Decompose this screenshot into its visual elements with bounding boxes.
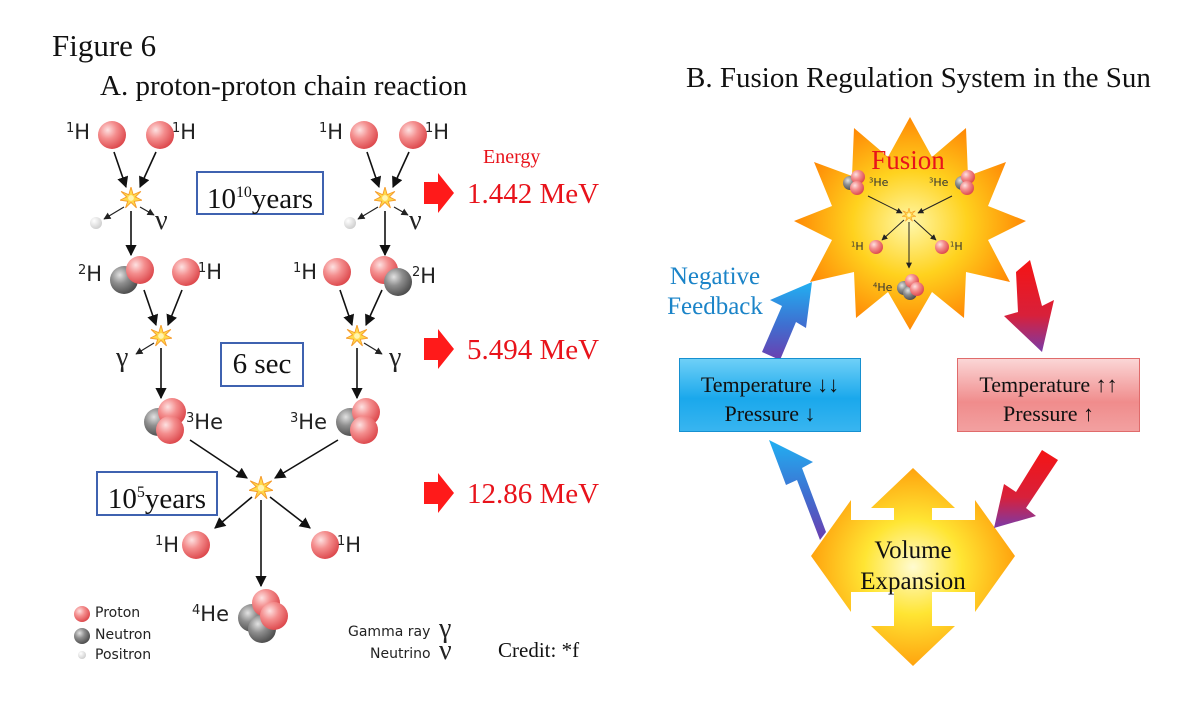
fusion-label: Fusion [871, 145, 945, 175]
sun-label-he4: 4He [873, 281, 893, 294]
nuclide-label-h1: 1H [425, 120, 450, 145]
proton-particle [98, 121, 126, 149]
energy-value-stage-2: 5.494 MeV [467, 334, 600, 366]
energy-arrow-icon [424, 329, 454, 369]
legend-neutron-label: Neutron [95, 627, 152, 643]
panel-b-title: B. Fusion Regulation System in the Sun [686, 62, 1151, 94]
heating-arrow-icon [1004, 260, 1054, 352]
panel-a-title: A. proton-proton chain reaction [100, 70, 468, 102]
fusion-burst-icon [249, 476, 273, 500]
heating-arrow-icon [994, 450, 1058, 528]
feedback-arrow-icon [769, 440, 826, 540]
positron-particle [90, 217, 102, 229]
nuclide-label-h1: 1H [172, 120, 197, 145]
proton-particle [323, 258, 351, 286]
nuclide-label-he4: 4He [192, 602, 229, 627]
sun-label-he3: 3He [929, 176, 949, 189]
energy-heading: Energy [483, 146, 541, 168]
proton-particle [350, 416, 378, 444]
sun-label-he3: 3He [869, 176, 889, 189]
nuclide-label-h1: 1H [293, 260, 318, 285]
legend-gamma-symbol: γ [439, 613, 452, 644]
fusion-burst-icon [374, 187, 396, 209]
proton-particle [260, 602, 288, 630]
energy-arrow-icon [424, 173, 454, 213]
legend-positron-icon [78, 651, 86, 659]
neutrino-symbol: ν [409, 205, 422, 236]
proton-particle [350, 121, 378, 149]
proton-particle [172, 258, 200, 286]
temperature-increase-box: Temperature ↑↑ Pressure ↑ [957, 358, 1140, 432]
legend-positron-label: Positron [95, 647, 152, 663]
figure-label: Figure 6 [52, 28, 157, 63]
legend-proton-label: Proton [95, 605, 141, 621]
credit-text: Credit: *f [498, 638, 580, 662]
proton-particle [126, 256, 154, 284]
nuclide-label-h1: 1H [155, 533, 180, 558]
regulation-diagram [762, 117, 1058, 666]
proton-particle [182, 531, 210, 559]
legend-neutrino-label: Neutrino [370, 646, 431, 662]
time-box-stage-2: 6 sec [220, 342, 304, 387]
nuclide-label-h1: 1H [319, 120, 344, 145]
fusion-burst-icon [120, 187, 142, 209]
nuclide-label-h1: 1H [198, 260, 223, 285]
nuclide-label-he3: 3He [290, 410, 327, 435]
nuclide-label-h2: 2H [78, 262, 103, 287]
volume-expansion-shape [811, 468, 1015, 666]
nuclide-label-h2: 2H [412, 264, 437, 289]
energy-value-stage-1: 1.442 MeV [467, 178, 600, 210]
neutron-particle [384, 268, 412, 296]
legend-proton-icon [74, 606, 90, 622]
gamma-symbol: γ [389, 342, 402, 373]
sun-label-h1: 1H [950, 240, 963, 253]
energy-arrow-icon [424, 473, 454, 513]
neutrino-symbol: ν [155, 205, 168, 236]
energy-value-stage-3: 12.86 MeV [467, 478, 600, 510]
volume-expansion-label: Volume Expansion [860, 537, 966, 595]
positron-particle [344, 217, 356, 229]
time-box-stage-1: 1010years [196, 171, 324, 215]
proton-particle [146, 121, 174, 149]
proton-particle [311, 531, 339, 559]
pp-chain-diagram [74, 121, 454, 659]
nuclide-label-h1: 1H [337, 533, 362, 558]
gamma-symbol: γ [116, 342, 129, 373]
proton-particle [399, 121, 427, 149]
temperature-decrease-box: Temperature ↓↓ Pressure ↓ [679, 358, 861, 432]
fusion-sun-shape [794, 117, 1026, 330]
legend-neutron-icon [74, 628, 90, 644]
legend-gamma-label: Gamma ray [348, 624, 431, 640]
legend-neutrino-symbol: ν [439, 635, 452, 666]
feedback-arrow-icon [762, 282, 812, 360]
nuclide-label-h1: 1H [66, 120, 91, 145]
sun-label-h1: 1H [851, 240, 864, 253]
nuclide-label-he3: 3He [186, 410, 223, 435]
proton-particle [156, 416, 184, 444]
time-box-stage-3: 105years [96, 471, 218, 516]
negative-feedback-label: Negative Feedback [667, 263, 763, 320]
